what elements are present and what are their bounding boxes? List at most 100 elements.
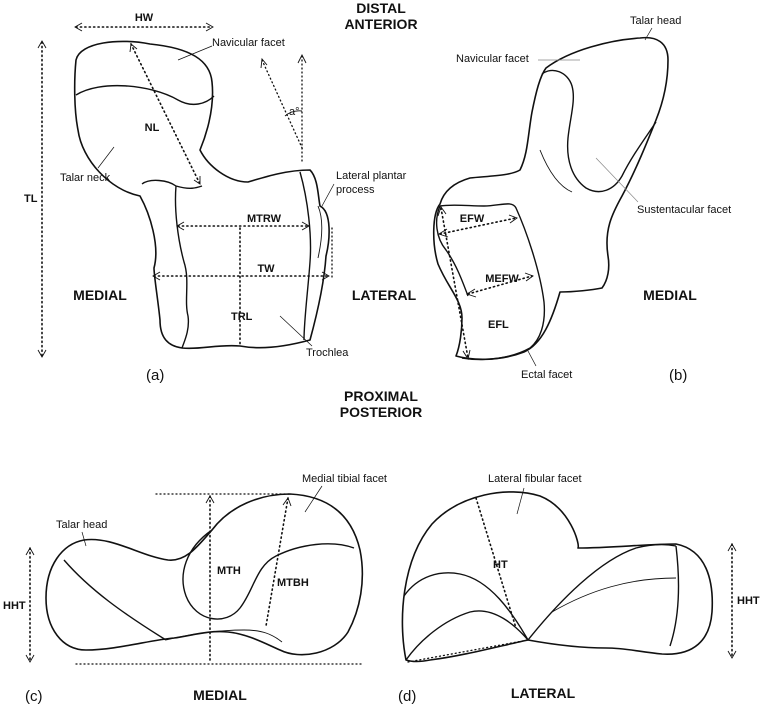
panel-label-d: (d) xyxy=(398,688,416,705)
lateral-process-edge-d xyxy=(527,543,677,641)
orientation-medial-b: MEDIAL xyxy=(643,287,697,303)
trochlea-label: Trochlea xyxy=(306,347,349,359)
medial-tibial-facet-label: Medial tibial facet xyxy=(302,473,387,485)
hht-label-d: HHT xyxy=(737,595,760,607)
talar-head-label-c: Talar head xyxy=(56,519,107,531)
mth-label: MTH xyxy=(217,565,241,577)
ectal-facet-leader xyxy=(527,350,537,367)
trochlea-lateral-edge xyxy=(299,171,312,341)
hw-arrow-right xyxy=(205,22,214,32)
lateral-plantar-label-line2: process xyxy=(336,184,375,196)
mtrw-arrow-right xyxy=(301,221,310,231)
trochlea-medial-keel xyxy=(174,185,190,349)
efl-arrow-top xyxy=(437,206,447,217)
angle-arrow-oblique xyxy=(260,57,268,69)
efw-arrow-right xyxy=(508,214,518,224)
mtbh-measure-line xyxy=(265,497,289,627)
orientation-distal: DISTAL xyxy=(356,0,406,16)
mtbh-label: MTBH xyxy=(277,577,309,589)
angle-arrow-vertical xyxy=(297,53,307,64)
angle-line-oblique xyxy=(261,59,304,151)
body-lower-edge-c xyxy=(165,629,283,643)
tl-arrow-top xyxy=(37,40,47,49)
panel-label-a: (a) xyxy=(146,367,164,384)
lateral-fibular-facet-lower xyxy=(403,572,529,641)
mtrw-arrow-left xyxy=(176,221,185,231)
tl-arrow-bottom xyxy=(37,349,47,358)
mtbh-arrow-top xyxy=(282,497,292,507)
hht-arrow-top-c xyxy=(25,547,35,556)
hht-arrow-bottom-d xyxy=(727,650,737,659)
talar-head-leader-b xyxy=(644,27,653,41)
efl-label: EFL xyxy=(488,319,509,331)
navicular-facet-boundary-a xyxy=(75,84,215,106)
talus-outline-d xyxy=(401,491,714,663)
mth-arrow-top xyxy=(205,495,215,504)
orientation-proximal: PROXIMAL xyxy=(344,388,418,404)
panel-label-c: (c) xyxy=(25,688,43,705)
talus-outline-a xyxy=(73,40,330,350)
tl-label: TL xyxy=(24,193,38,205)
navicular-facet-label-a: Navicular facet xyxy=(212,37,285,49)
navicular-facet-curve-b xyxy=(541,69,657,193)
efw-label: EFW xyxy=(460,213,485,225)
tw-arrow-left xyxy=(152,271,161,281)
efw-arrow-left xyxy=(437,228,449,238)
baseline-reference-d xyxy=(407,639,529,663)
talar-neck-label: Talar neck xyxy=(60,172,111,184)
sustentacular-facet-label: Sustentacular facet xyxy=(637,204,731,216)
trochlea-front-edge xyxy=(141,179,203,189)
efl-measure-line xyxy=(440,207,469,359)
panel-d-talus-lateral: HT HHT Lateral fibular facet xyxy=(401,473,760,663)
ectal-facet-label: Ectal facet xyxy=(521,369,572,381)
lateral-fibular-facet-label: Lateral fibular facet xyxy=(488,473,582,485)
tw-label: TW xyxy=(257,263,275,275)
sustentacular-facet-edge xyxy=(539,149,573,193)
efw-measure-line xyxy=(439,217,517,235)
mefw-arrow-left xyxy=(465,288,477,298)
hw-arrow-left xyxy=(74,22,83,32)
orientation-medial-a: MEDIAL xyxy=(73,287,127,303)
lateral-process-posterior-edge xyxy=(669,545,680,647)
orientation-lateral-a: LATERAL xyxy=(352,287,417,303)
lateral-plantar-leader xyxy=(321,183,335,207)
nl-arrow-bottom xyxy=(193,176,201,185)
panel-c-talus-medial: HHT MTH MTBH Medial tibial facet Talar h… xyxy=(3,473,387,665)
hht-arrow-bottom-c xyxy=(25,654,35,663)
angle-label: a° xyxy=(289,106,300,118)
lateral-fibular-facet-leader xyxy=(516,487,525,515)
lateral-process-inner-curve xyxy=(551,577,677,613)
panel-a-talus-dorsal: HW TL NL MTRW TW TRL a° Navicular facet … xyxy=(24,12,407,359)
hw-label: HW xyxy=(135,12,154,24)
orientation-medial-c: MEDIAL xyxy=(193,687,247,703)
hht-arrow-top-d xyxy=(727,543,737,552)
efl-arrow-bottom xyxy=(462,349,471,361)
mefw-label: MEFW xyxy=(485,273,519,285)
nl-label: NL xyxy=(145,122,160,134)
lateral-fibular-facet-inner xyxy=(405,610,529,661)
panel-label-b: (b) xyxy=(669,367,687,384)
orientation-posterior: POSTERIOR xyxy=(340,404,422,420)
orientation-anterior: ANTERIOR xyxy=(344,16,417,32)
mtrw-label: MTRW xyxy=(247,213,282,225)
talar-head-leader-c xyxy=(81,531,87,547)
talar-head-label-b: Talar head xyxy=(630,15,681,27)
navicular-facet-leader-a xyxy=(177,45,213,61)
lateral-plantar-process-edge xyxy=(317,205,323,259)
talus-outline-b xyxy=(432,36,669,361)
nl-arrow-top xyxy=(129,43,138,53)
medial-tibial-facet-c xyxy=(182,529,355,620)
ectal-facet-outline xyxy=(439,203,546,361)
tw-arrow-right xyxy=(321,271,330,281)
nl-measure-line xyxy=(130,43,201,185)
trochlea-leader xyxy=(279,315,313,347)
panel-b-talus-plantar: EFW MEFW EFL Talar head Navicular facet … xyxy=(432,15,731,381)
orientation-lateral-d: LATERAL xyxy=(511,685,576,701)
talar-neck-leader xyxy=(97,146,115,169)
talus-outline-c xyxy=(45,493,364,656)
trl-label: TRL xyxy=(231,311,253,323)
angle-arc xyxy=(284,110,303,117)
medial-tibial-facet-leader xyxy=(304,485,323,513)
navicular-facet-label-b: Navicular facet xyxy=(456,53,529,65)
